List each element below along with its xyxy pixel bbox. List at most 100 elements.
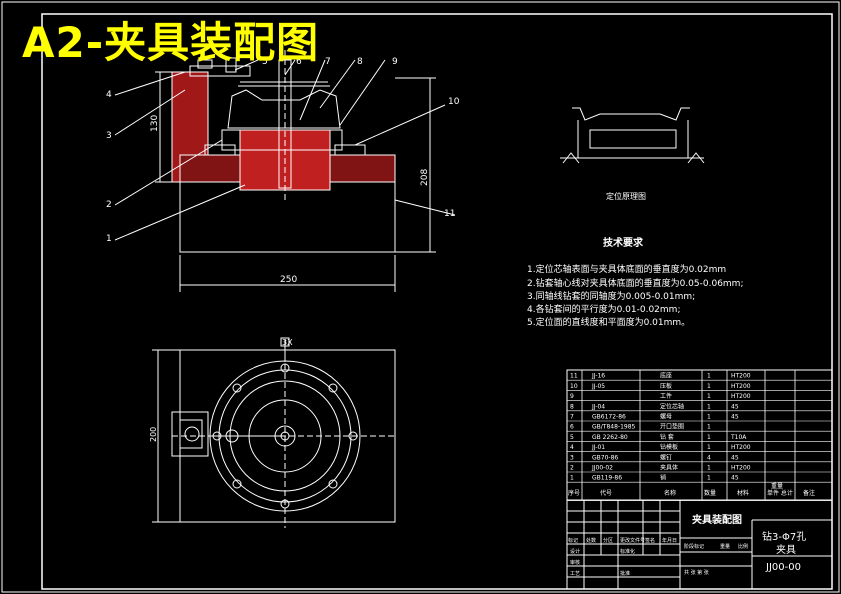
tb-label-stage: 阶段标记 xyxy=(684,543,704,550)
tb-label-scale: 比例 xyxy=(738,543,748,550)
leader-10 xyxy=(354,104,446,146)
bom-cell-code: JJ00-02 xyxy=(591,465,613,472)
bom-cell-name: 压板 xyxy=(660,382,672,390)
tb-label-change: 更改文件号 xyxy=(620,537,645,544)
bom-cell-name: 钻模板 xyxy=(660,443,678,451)
top-view-tag: 3X xyxy=(282,338,293,347)
bom-cell-code: GB6172-86 xyxy=(592,414,626,421)
bom-cell-no: 4 xyxy=(570,444,574,451)
bom-header-no: 序号 xyxy=(568,489,580,497)
bom-header-qty: 数量 xyxy=(704,489,716,497)
bom-cell-qty: 1 xyxy=(707,444,711,451)
bom-cell-qty: 1 xyxy=(707,373,711,380)
bom-header-name: 名称 xyxy=(664,489,676,497)
bom-cell-no: 3 xyxy=(570,454,574,461)
side-bush xyxy=(184,426,200,442)
bom-cell-code: JJ-05 xyxy=(591,383,605,390)
bom-cell-no: 6 xyxy=(570,424,574,431)
bom-cell-name: 钻 套 xyxy=(660,433,674,441)
workpiece xyxy=(227,89,341,129)
tech-req-item-2: 2.钻套轴心线对夹具体底面的垂直度为0.05-0.06mm; xyxy=(527,277,743,289)
bom-cell-qty: 1 xyxy=(707,414,711,421)
bom-cell-material: 45 xyxy=(731,475,739,482)
bom-cell-name: 底座 xyxy=(660,372,672,380)
dim-text-208: 208 xyxy=(420,169,430,186)
part-label-6: 6 xyxy=(296,57,302,67)
bom-cell-qty: 1 xyxy=(707,465,711,472)
bom-row: 7 GB6172-86 螺母 1 45 xyxy=(570,413,739,421)
bom-cell-code: JJ-04 xyxy=(591,403,605,410)
tech-requirements: 技术要求 1.定位芯轴表面与夹具体底面的垂直度为0.02mm 2.钻套轴心线对夹… xyxy=(527,236,743,328)
bom-cell-qty: 4 xyxy=(707,454,711,461)
bom-cell-no: 8 xyxy=(570,403,574,410)
bom-cell-no: 5 xyxy=(570,434,574,441)
title-block xyxy=(566,499,833,590)
bom-cell-code: GB/T848-1985 xyxy=(592,424,636,431)
locating-body xyxy=(577,120,689,159)
bom-row: 10 JJ-05 压板 1 HT200 xyxy=(570,382,751,390)
leader-2 xyxy=(114,139,223,206)
bom-cell-no: 1 xyxy=(570,475,574,482)
bom-cell-material: 45 xyxy=(731,414,739,421)
leader-6 xyxy=(284,59,296,76)
part-label-9: 9 xyxy=(392,57,398,67)
workpiece-top xyxy=(238,81,330,87)
bom-cell-name: 工件 xyxy=(660,392,672,400)
tech-req-item-4: 4.各钻套间的平行度为0.01-0.02mm; xyxy=(527,303,680,315)
part-label-2: 2 xyxy=(106,200,112,210)
leader-7 xyxy=(299,59,326,121)
right-flange xyxy=(334,144,366,156)
bom-cell-no: 9 xyxy=(570,393,574,400)
locating-supports xyxy=(562,152,705,164)
tb-label-zone: 分区 xyxy=(603,537,613,544)
bom-cell-no: 7 xyxy=(570,414,574,421)
part-name-2: 夹具 xyxy=(776,543,796,556)
locating-inner xyxy=(589,129,677,149)
part-label-8: 8 xyxy=(357,57,363,67)
bom-cell-material: HT200 xyxy=(731,393,751,400)
drawing-frame xyxy=(41,13,833,590)
tech-req-item-5: 5.定位面的直线度和平面度为0.01mm。 xyxy=(527,316,690,328)
part-label-4: 4 xyxy=(106,90,112,100)
bom-cell-material: 45 xyxy=(731,454,739,461)
bom-cell-code: GB70-86 xyxy=(592,454,618,461)
locating-caption: 定位原理图 xyxy=(606,191,646,201)
tb-label-review: 审核 xyxy=(570,559,580,566)
bom-cell-name: 螺钉 xyxy=(660,453,672,461)
dim-text-250: 250 xyxy=(280,275,297,285)
bom-cell-material: HT200 xyxy=(731,383,751,390)
leader-11 xyxy=(394,199,456,216)
screw-head xyxy=(225,57,237,73)
bom-cell-code: JJ-16 xyxy=(591,373,605,380)
bom-header-code: 代号 xyxy=(600,489,612,497)
tb-label-process: 工艺 xyxy=(570,571,580,577)
drill-plate xyxy=(189,65,251,77)
bom-cell-material: 45 xyxy=(731,403,739,410)
bom-cell-name: 螺母 xyxy=(660,413,672,421)
bom-cell-no: 11 xyxy=(570,373,578,380)
bom-cell-code: GB119-86 xyxy=(592,475,622,482)
bom-cell-material: HT200 xyxy=(731,444,751,451)
top-view xyxy=(152,337,396,528)
top-view-labels: 200 3X xyxy=(149,338,293,442)
dim-text-200: 200 xyxy=(149,427,158,442)
bom-cell-qty: 1 xyxy=(707,383,711,390)
part-label-5: 5 xyxy=(262,57,268,67)
leader-1 xyxy=(114,184,246,241)
tech-req-title: 技术要求 xyxy=(603,236,644,249)
bom-header: 序号代号名称数量材料单件 总计备注重量 xyxy=(568,482,815,497)
bom-header-weight: 单件 总计 xyxy=(767,489,793,497)
bom-cell-material: HT200 xyxy=(731,373,751,380)
bom-cell-no: 2 xyxy=(570,465,574,472)
bom-cell-material: HT200 xyxy=(731,465,751,472)
front-view xyxy=(114,50,456,292)
front-view-labels: 1 2 3 4 5 6 7 8 9 10 11 130 208 250 xyxy=(106,57,460,285)
bom-cell-no: 10 xyxy=(570,383,578,390)
side-clamp xyxy=(171,411,209,457)
part-label-3: 3 xyxy=(106,131,112,141)
